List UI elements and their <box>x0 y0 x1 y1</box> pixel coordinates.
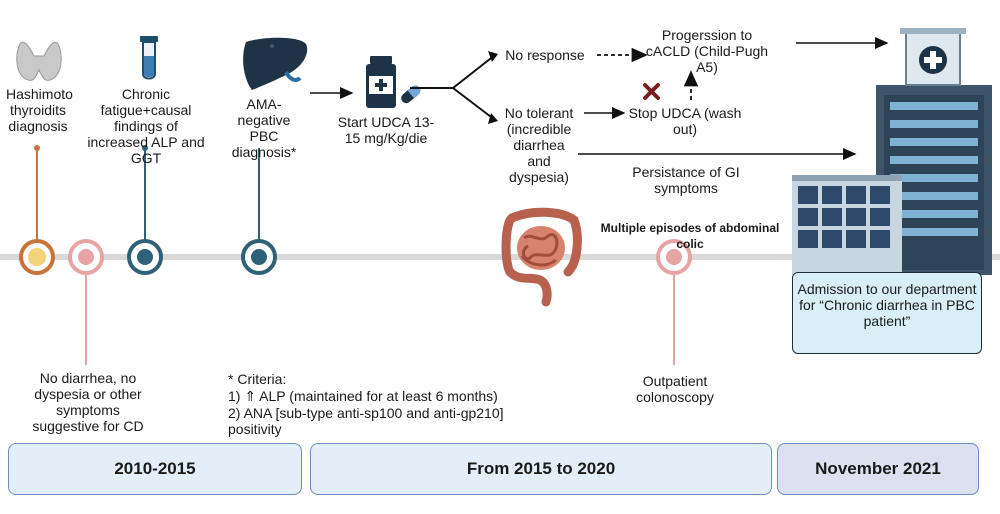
label-no-tolerant: No tolerant (incredible diarrhea and dys… <box>504 105 574 185</box>
period-2010-2015: 2010-2015 <box>8 443 302 495</box>
marker-fatigue <box>127 239 163 275</box>
intestine-icon <box>501 207 582 307</box>
label-stop-udca: Stop UDCA (wash out) <box>628 105 742 137</box>
medicine-icon <box>366 56 421 108</box>
label-fatigue: Chronic fatigue+causal findings of incre… <box>87 86 205 166</box>
criteria-heading: * Criteria: <box>228 371 287 387</box>
criteria-item-2: 2) ANA [sub-type anti-sp100 and anti-gp2… <box>228 405 504 437</box>
hospital-icon <box>792 28 992 275</box>
thyroid-icon <box>16 41 62 81</box>
label-colic: Multiple episodes of abdominal colic <box>600 221 780 251</box>
label-no-response: No response <box>505 47 585 63</box>
liver-icon <box>243 37 308 90</box>
label-colonoscopy: Outpatient colonoscopy <box>636 373 714 405</box>
period-2015-2020: From 2015 to 2020 <box>310 443 772 495</box>
label-udca: Start UDCA 13-15 mg/Kg/die <box>337 114 435 146</box>
admission-box: Admission to our department for “Chronic… <box>792 272 982 354</box>
label-progression: Progerssion to cACLD (Child-Pugh A5) <box>645 27 769 75</box>
marker-no-diarrhea <box>68 239 104 275</box>
marker-colonoscopy <box>656 239 692 275</box>
branch-lines <box>410 54 496 121</box>
marker-pbc <box>241 239 277 275</box>
period-november-2021: November 2021 <box>777 443 979 495</box>
label-hashimoto: Hashimoto thyroidits diagnosis <box>6 86 73 134</box>
label-no-diarrhea: No diarrhea, no dyspesia or other sympto… <box>32 370 144 434</box>
label-pbc: AMA-negative PBC diagnosis* <box>231 96 297 160</box>
test-tube-icon <box>140 36 158 80</box>
label-persistance: Persistance of GI symptoms <box>632 164 740 196</box>
criteria-item-1: 1) ⇑ ALP (maintained for at least 6 mont… <box>228 388 498 404</box>
cross-icon <box>643 83 660 100</box>
marker-hashimoto <box>19 239 55 275</box>
